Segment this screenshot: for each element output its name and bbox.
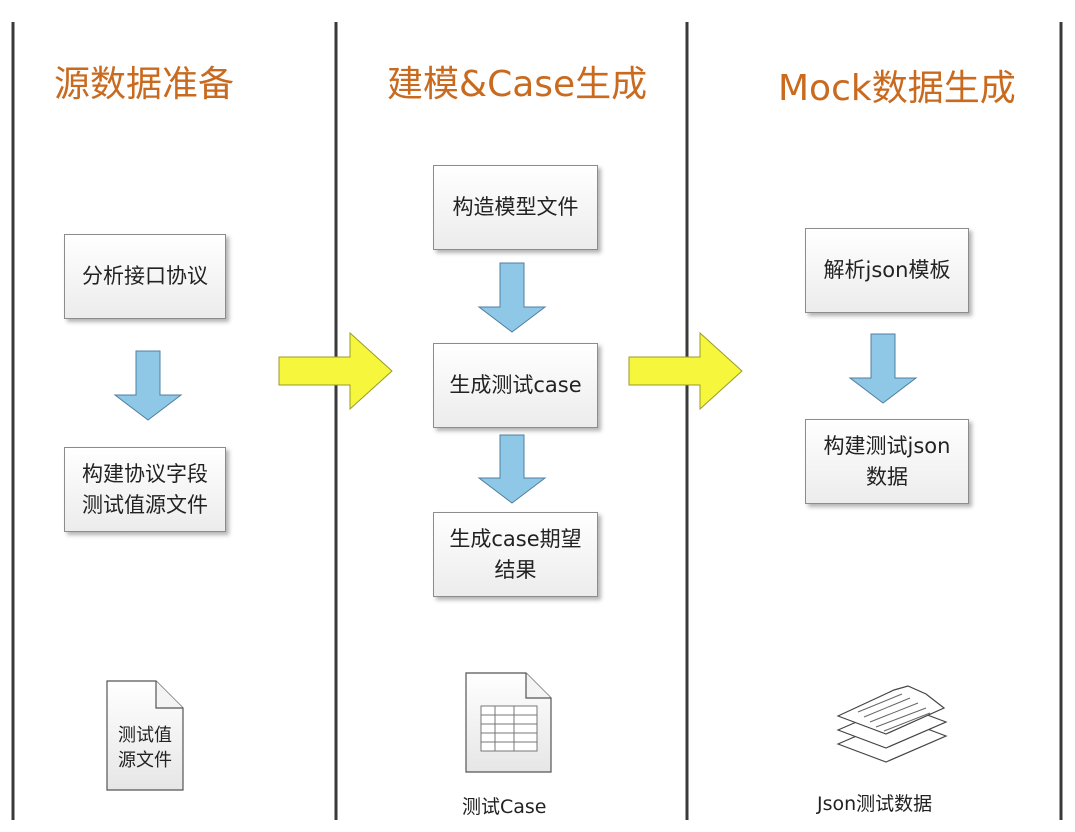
lane-title-modeling: 建模&Case生成 bbox=[387, 64, 648, 105]
down-arrow-lane1 bbox=[113, 350, 183, 421]
down-arrow-lane2-b bbox=[477, 434, 547, 504]
step-generate-case-label: 生成测试case bbox=[449, 373, 582, 397]
step-build-field-values: 构建协议字段 测试值源文件 bbox=[64, 447, 226, 532]
step-build-json-data: 构建测试json 数据 bbox=[805, 419, 969, 504]
step-analyze-protocol: 分析接口协议 bbox=[64, 234, 226, 319]
step-parse-json-template-label: 解析json模板 bbox=[823, 258, 951, 282]
step-generate-case: 生成测试case bbox=[433, 343, 598, 428]
step-generate-expected: 生成case期望 结果 bbox=[433, 512, 598, 597]
json-data-caption: Json测试数据 bbox=[817, 793, 933, 815]
right-arrow-1 bbox=[278, 331, 393, 411]
lane-title-mock-data: Mock数据生成 bbox=[778, 68, 1016, 109]
step-build-model-file-label: 构造模型文件 bbox=[452, 195, 579, 219]
down-arrow-lane2-a bbox=[477, 262, 547, 333]
down-arrow-lane3 bbox=[848, 333, 918, 404]
step-generate-expected-label: 生成case期望 结果 bbox=[449, 526, 582, 582]
step-build-field-values-label: 构建协议字段 测试值源文件 bbox=[82, 461, 208, 517]
stacked-documents-icon bbox=[836, 685, 948, 763]
test-case-caption: 测试Case bbox=[462, 796, 547, 818]
right-arrow-2 bbox=[628, 331, 743, 411]
step-parse-json-template: 解析json模板 bbox=[805, 228, 969, 313]
source-file-label: 测试值 源文件 bbox=[118, 725, 172, 771]
lane-title-source-data: 源数据准备 bbox=[54, 64, 235, 105]
step-build-json-data-label: 构建测试json 数据 bbox=[823, 433, 951, 489]
step-build-model-file: 构造模型文件 bbox=[433, 165, 598, 250]
step-analyze-protocol-label: 分析接口协议 bbox=[82, 264, 208, 288]
source-file-icon bbox=[106, 680, 184, 791]
spreadsheet-icon bbox=[465, 672, 552, 773]
